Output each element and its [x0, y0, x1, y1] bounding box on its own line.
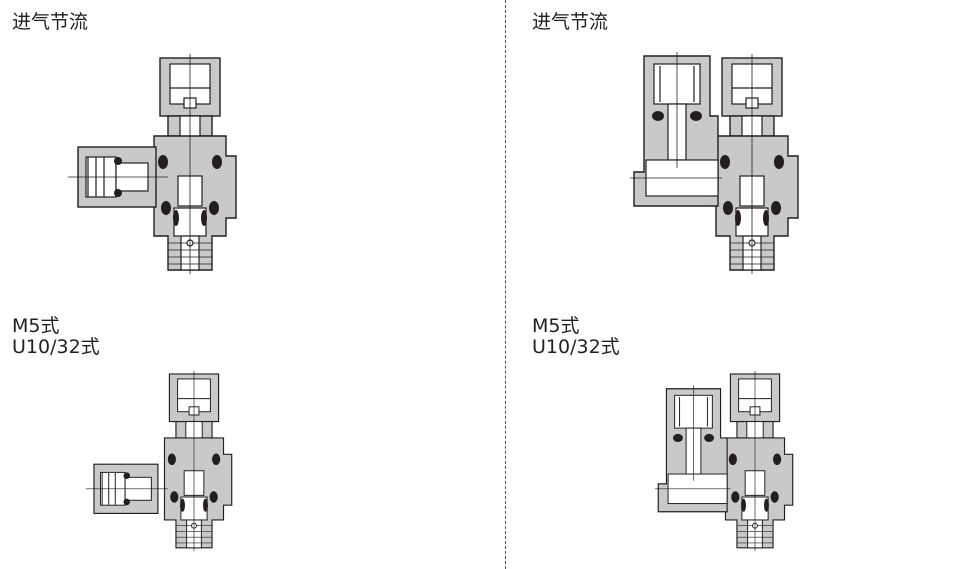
panel-title-top-left: 进气节流: [12, 11, 89, 33]
valve-drawing-bottom-left: [85, 370, 233, 552]
panel-title-bottom-left-line1: M5式: [12, 315, 60, 337]
panel-title-top-right: 进气节流: [532, 11, 609, 33]
valve-drawing-top-left: [67, 53, 237, 275]
valve-drawing-top-right: [629, 51, 799, 275]
valve-drawing-bottom-right: [654, 370, 794, 552]
panel-divider: [505, 0, 506, 569]
panel-title-bottom-left-line2: U10/32式: [12, 336, 100, 358]
panel-title-bottom-right-line1: M5式: [532, 315, 580, 337]
panel-title-bottom-right-line2: U10/32式: [532, 336, 620, 358]
